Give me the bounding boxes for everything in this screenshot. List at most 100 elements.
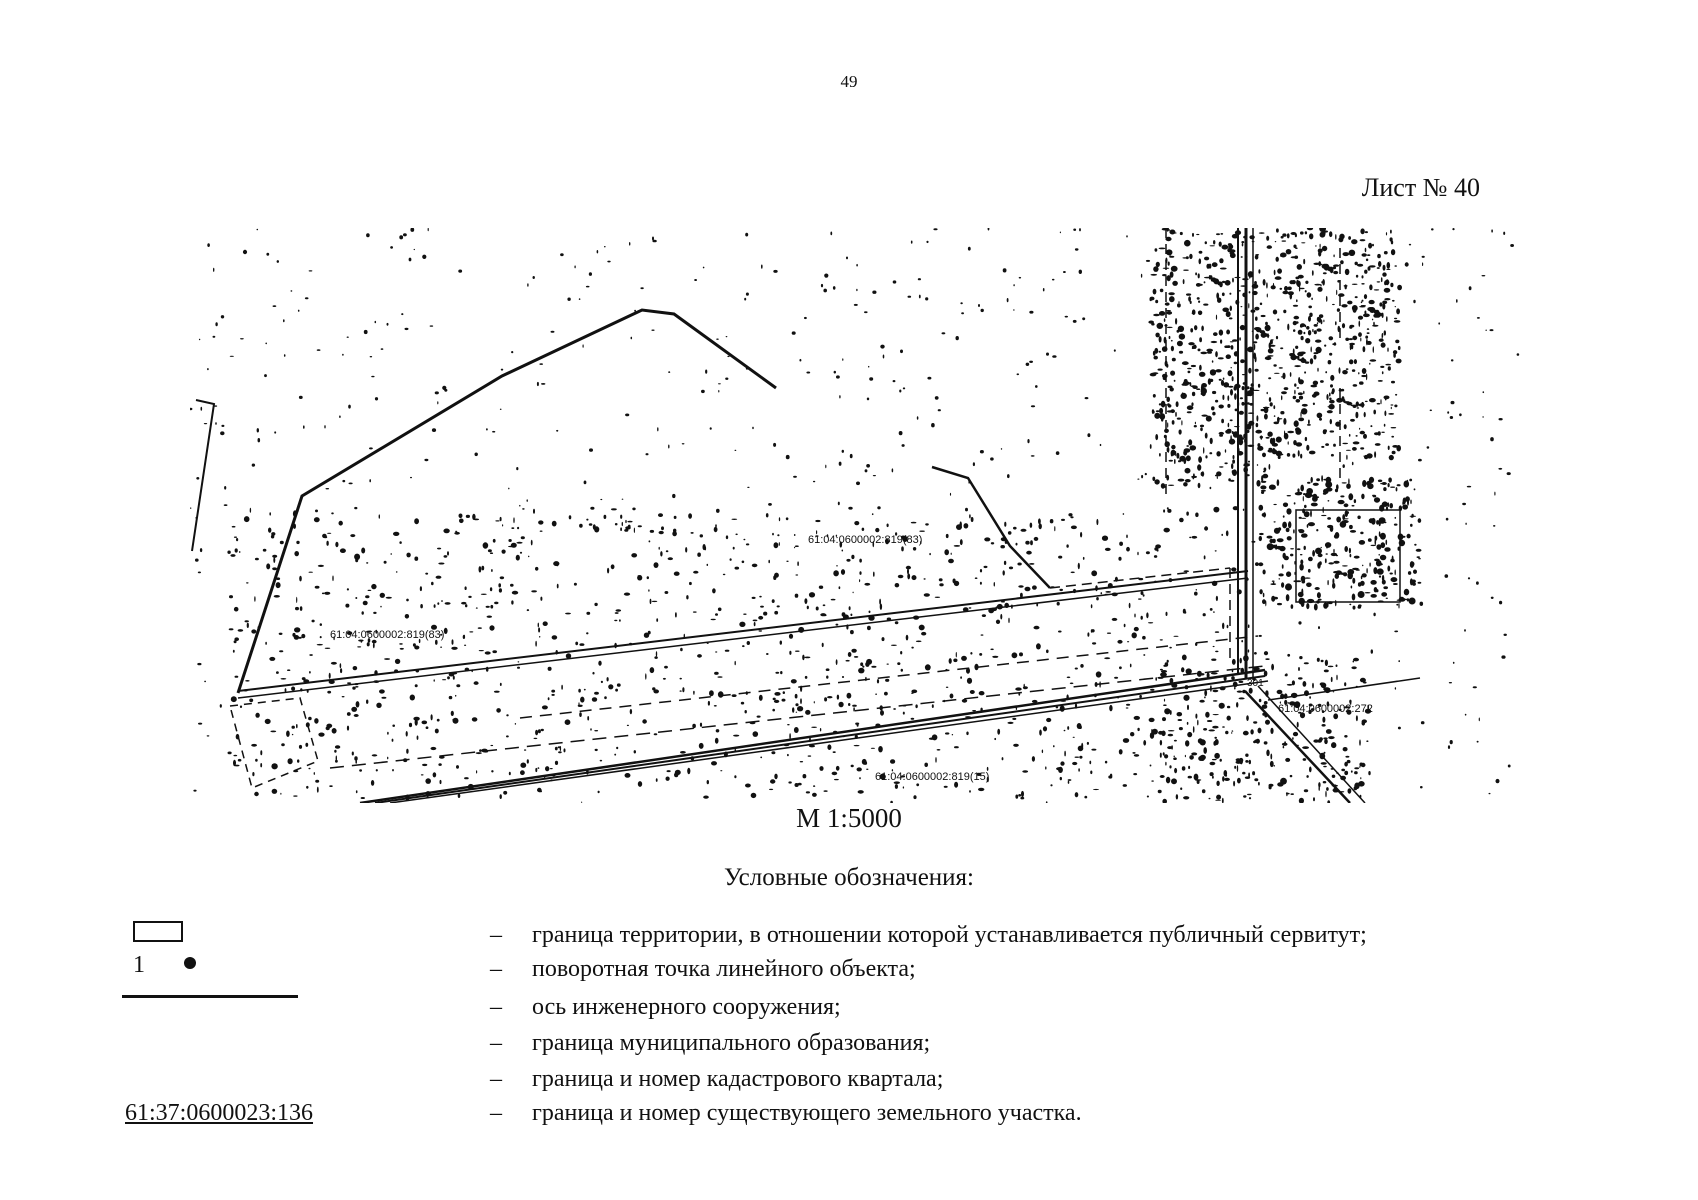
vegetation-speck (1231, 676, 1235, 680)
vegetation-speck (955, 652, 957, 658)
vegetation-speck (632, 507, 636, 511)
vegetation-speck (193, 789, 197, 792)
page-number: 49 (840, 72, 858, 91)
vegetation-speck (580, 696, 585, 703)
vegetation-speck (1169, 710, 1172, 715)
vegetation-speck (1282, 745, 1285, 749)
vegetation-speck (1209, 245, 1215, 247)
vegetation-speck (1197, 482, 1201, 489)
vegetation-speck (1190, 364, 1196, 368)
vegetation-speck (1379, 302, 1383, 307)
vegetation-speck (1077, 562, 1080, 570)
vegetation-speck (1402, 504, 1408, 510)
vegetation-speck (233, 640, 237, 644)
vegetation-speck (1352, 335, 1358, 341)
vegetation-speck (900, 349, 903, 354)
vegetation-speck (492, 650, 498, 654)
vegetation-speck (1170, 339, 1173, 342)
vegetation-speck (1171, 420, 1175, 425)
vegetation-speck (1452, 661, 1455, 664)
vegetation-speck (841, 676, 845, 678)
vegetation-speck (447, 551, 449, 556)
vegetation-speck (1206, 348, 1213, 352)
vegetation-speck (1389, 503, 1393, 509)
vegetation-speck (523, 749, 527, 751)
vegetation-speck (373, 611, 377, 614)
vegetation-speck (1287, 441, 1289, 445)
vegetation-speck (1313, 262, 1320, 265)
vegetation-speck (1261, 704, 1268, 709)
vegetation-speck (1448, 682, 1452, 684)
vegetation-speck (1383, 287, 1391, 293)
vegetation-speck (1327, 406, 1333, 408)
vegetation-speck (1343, 503, 1349, 508)
vegetation-speck (1388, 413, 1395, 415)
vegetation-speck (1140, 273, 1143, 278)
vegetation-speck (1491, 229, 1493, 233)
vegetation-speck (1166, 396, 1170, 402)
vegetation-speck (1163, 704, 1167, 706)
legend-dash: – (490, 956, 502, 982)
vegetation-speck (1385, 363, 1391, 366)
vegetation-speck (1262, 473, 1269, 479)
vegetation-speck (813, 701, 815, 704)
vegetation-speck (1318, 250, 1322, 257)
vegetation-speck (776, 605, 780, 608)
vegetation-speck (1197, 719, 1199, 726)
vegetation-speck (1337, 499, 1345, 505)
vegetation-speck (1323, 737, 1328, 740)
vegetation-speck (811, 726, 817, 728)
vegetation-speck (1225, 530, 1229, 537)
vegetation-speck (380, 348, 384, 350)
vegetation-speck (775, 671, 780, 674)
vegetation-speck (437, 602, 440, 605)
vegetation-speck (1316, 529, 1319, 532)
vegetation-speck (913, 795, 917, 800)
vegetation-speck (515, 554, 520, 561)
vegetation-speck (1298, 379, 1304, 385)
vegetation-speck (1204, 241, 1207, 245)
vegetation-speck (614, 619, 618, 622)
legend-title: Условные обозначения: (723, 864, 975, 891)
vegetation-speck (837, 501, 840, 506)
vegetation-speck (1021, 790, 1024, 798)
vegetation-speck (1163, 318, 1166, 322)
vegetation-speck (1429, 409, 1433, 412)
vegetation-speck (1382, 264, 1386, 271)
vegetation-speck (1169, 387, 1174, 392)
vegetation-speck (1318, 786, 1320, 791)
vegetation-speck (1003, 560, 1007, 565)
vegetation-speck (197, 662, 202, 666)
vegetation-speck (452, 717, 459, 724)
vegetation-speck (1327, 665, 1334, 668)
vegetation-speck (547, 697, 550, 701)
vegetation-speck (513, 517, 515, 524)
vegetation-speck (1000, 448, 1003, 450)
vegetation-speck (824, 697, 828, 702)
vegetation-speck (1306, 582, 1312, 588)
vegetation-speck (355, 759, 357, 764)
vegetation-speck (354, 506, 358, 510)
vegetation-speck (920, 540, 922, 545)
vegetation-speck (867, 625, 871, 631)
vegetation-speck (526, 759, 529, 764)
map-scale: М 1:5000 (796, 803, 902, 833)
vegetation-speck (1211, 758, 1217, 761)
vegetation-speck (1122, 784, 1127, 787)
vegetation-speck (1041, 749, 1044, 754)
vegetation-speck (1184, 467, 1191, 474)
vegetation-speck (473, 681, 479, 685)
vegetation-speck (270, 730, 277, 733)
vegetation-speck (1366, 568, 1368, 574)
vegetation-speck (1287, 430, 1295, 434)
vegetation-speck (1254, 281, 1257, 285)
vegetation-speck (455, 694, 457, 697)
vegetation-speck (1213, 506, 1220, 513)
vegetation-speck (315, 509, 318, 513)
vegetation-speck (1129, 663, 1132, 668)
vegetation-speck (227, 550, 231, 554)
vegetation-speck (1056, 601, 1060, 606)
vegetation-speck (953, 658, 958, 663)
vegetation-speck (1343, 706, 1351, 709)
vegetation-speck (422, 763, 428, 767)
